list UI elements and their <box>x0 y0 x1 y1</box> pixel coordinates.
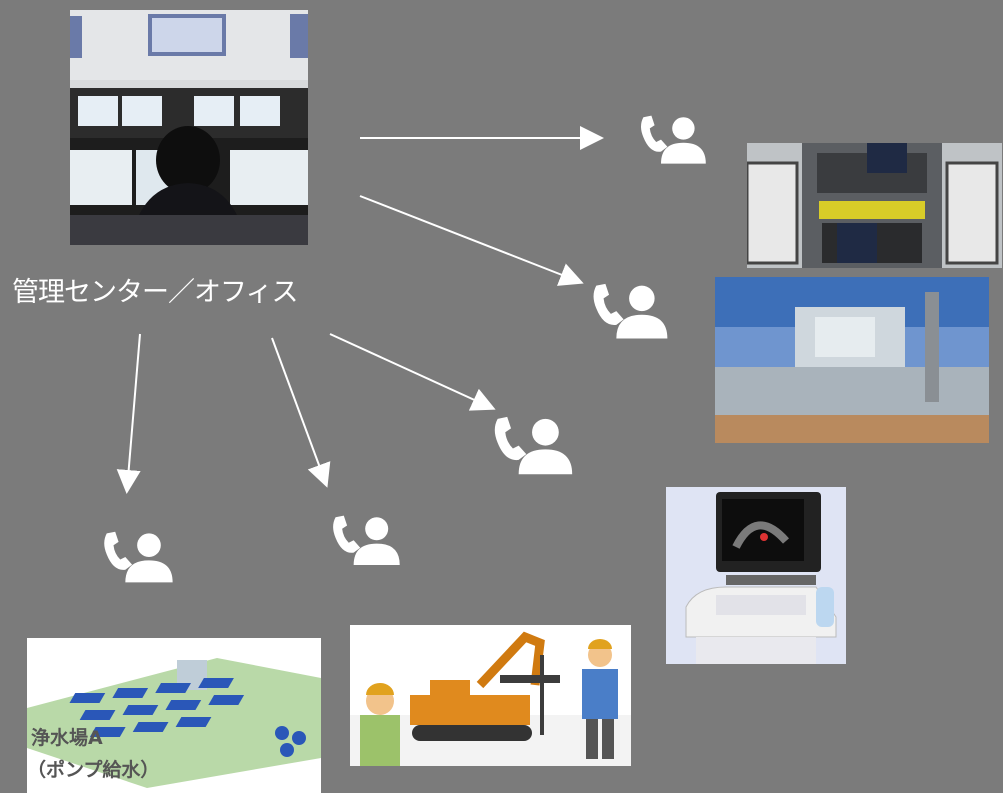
water-plant-sublabel: （ポンプ給水） <box>27 759 160 781</box>
phone-person-icon <box>326 514 406 588</box>
escalator-photo <box>747 143 1002 268</box>
phone-person-icon <box>628 114 718 186</box>
control-room-photo <box>70 10 308 245</box>
water-plant-label: 浄水場A <box>31 727 103 749</box>
power-plant-photo <box>715 277 989 443</box>
construction-illustration <box>350 625 631 766</box>
phone-person-icon <box>490 410 576 506</box>
arrow-to-construction <box>271 337 331 488</box>
arrow-to-power-plant <box>359 195 584 286</box>
arrow-to-water-plant <box>116 333 141 494</box>
phone-person-icon <box>588 282 672 364</box>
ultrasound-photo <box>666 487 846 664</box>
water-plant-illustration: 浄水場A （ポンプ給水） <box>27 638 321 793</box>
arrow-to-ultrasound <box>329 333 496 411</box>
phone-person-icon <box>98 530 178 606</box>
center-label: 管理センター／オフィス <box>12 277 298 308</box>
